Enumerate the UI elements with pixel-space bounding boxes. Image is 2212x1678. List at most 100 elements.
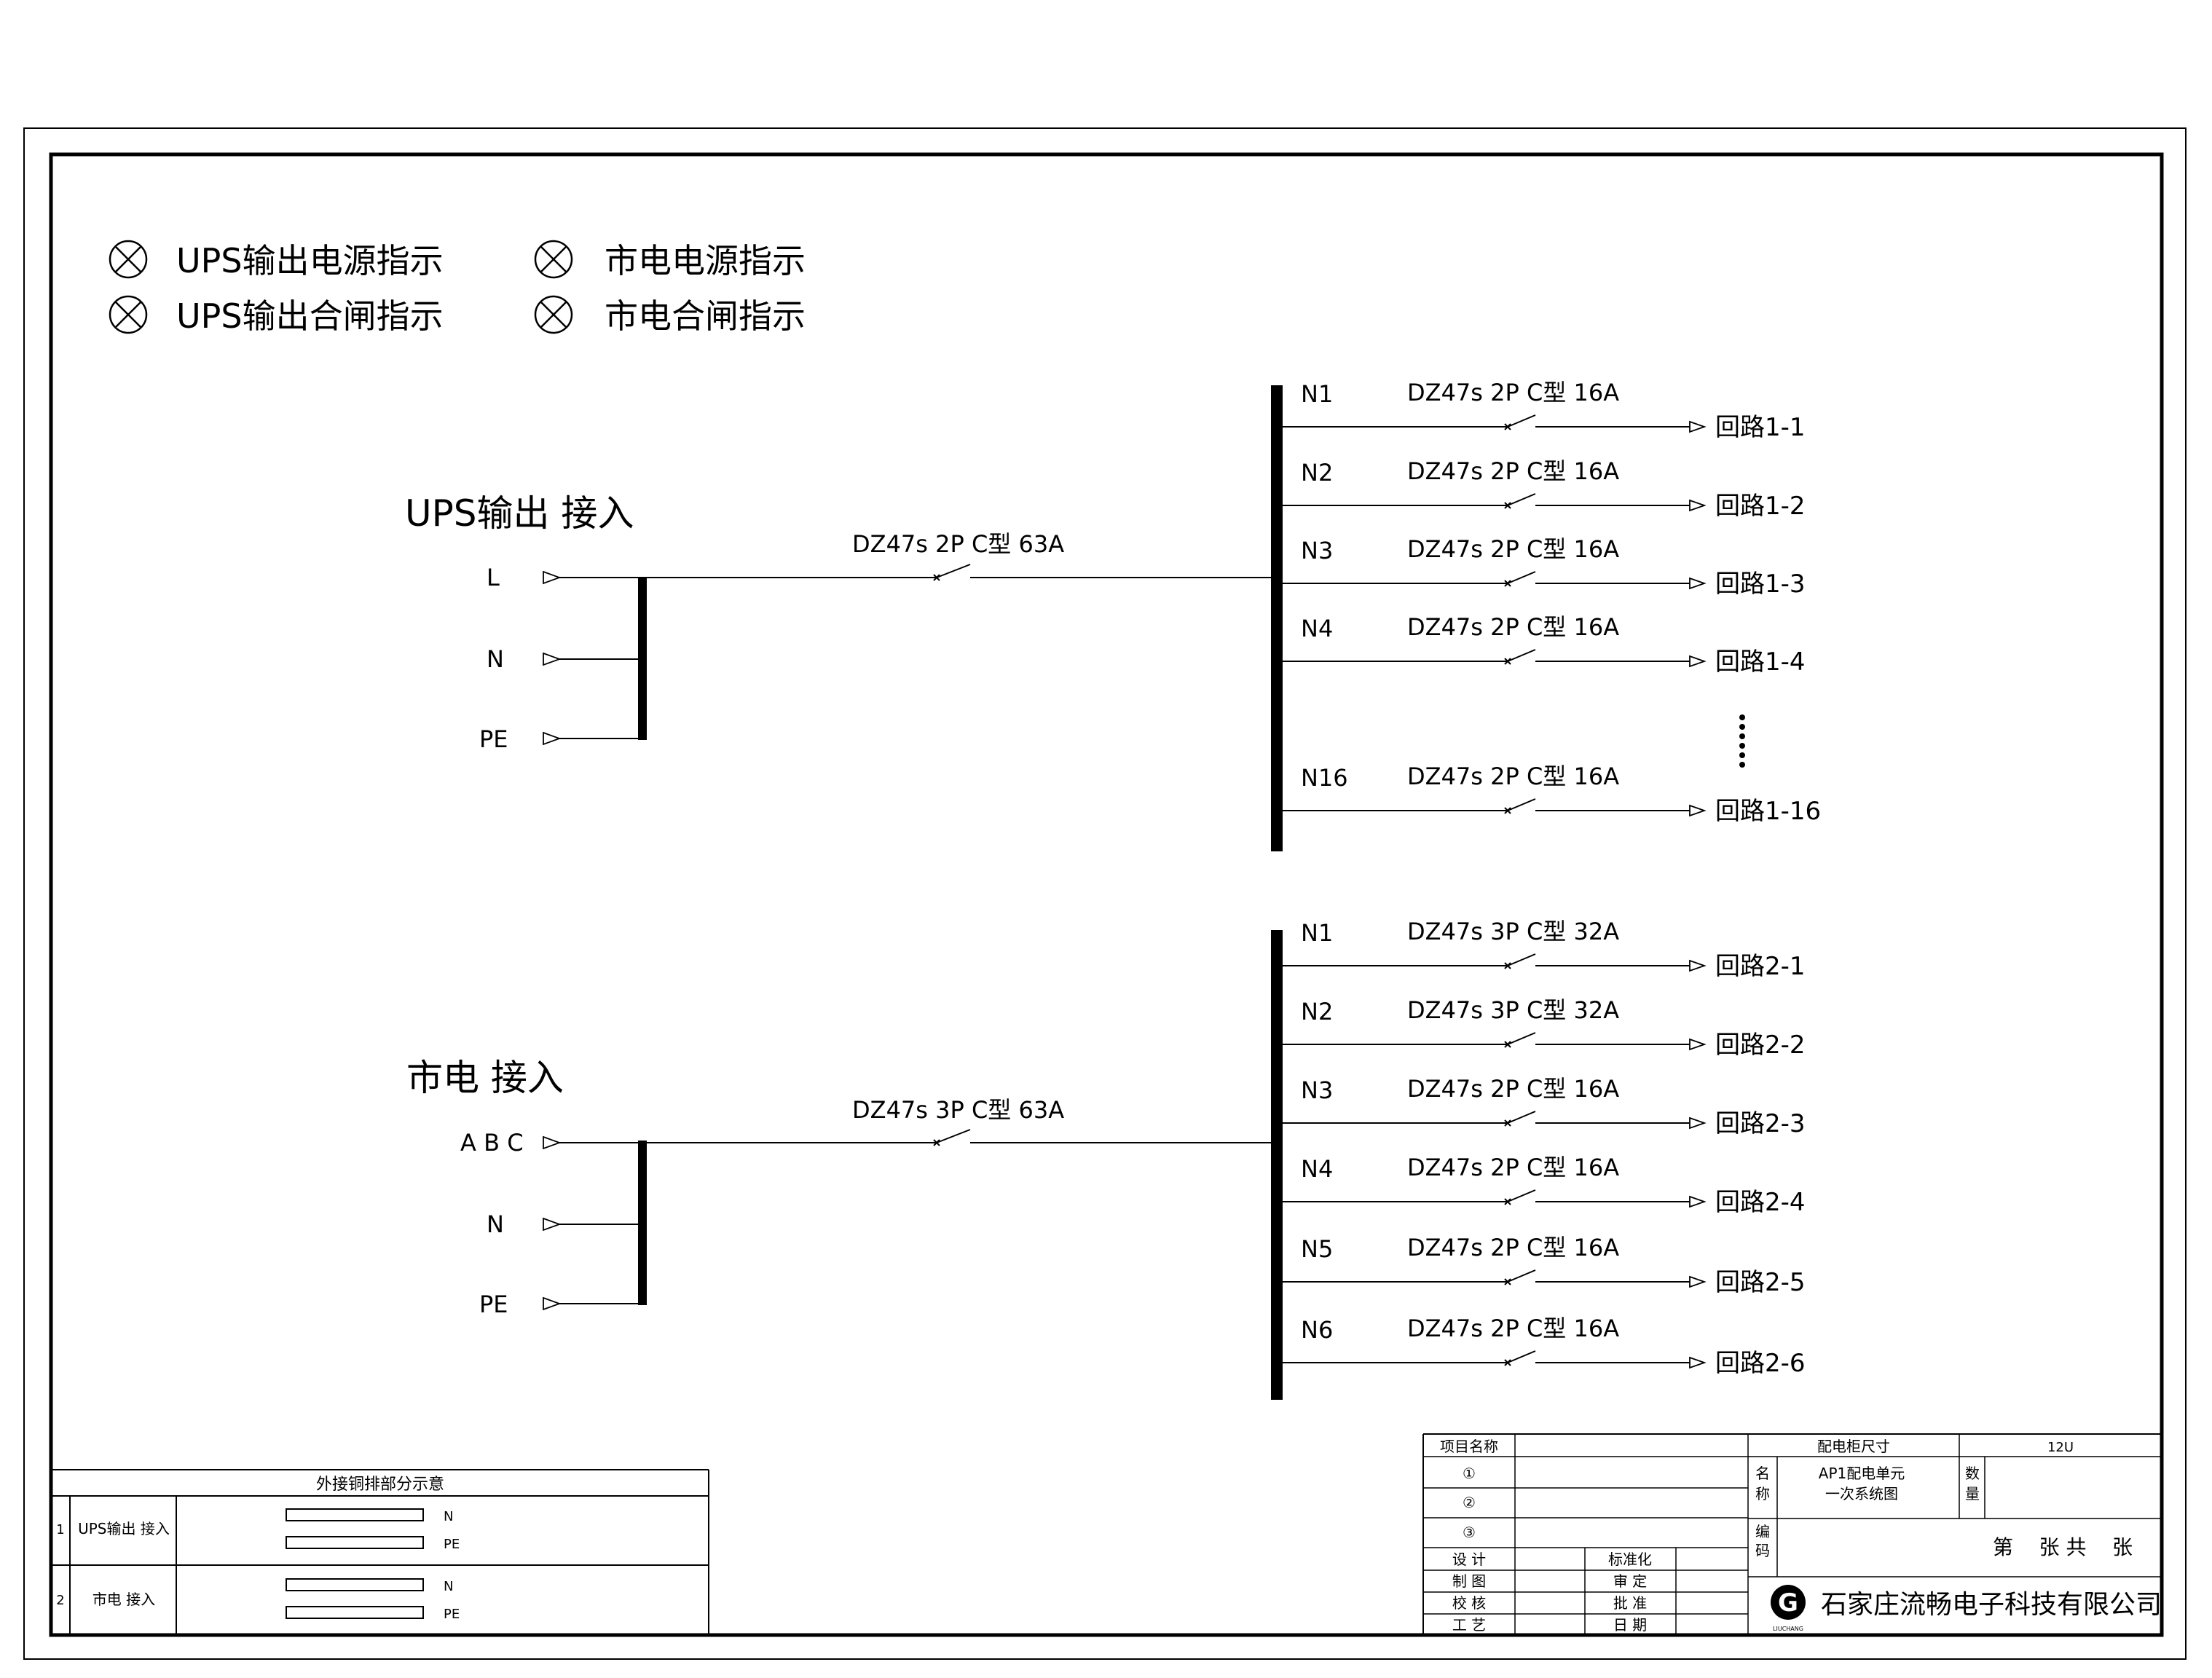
output-arrow-icon [1689,1038,1707,1051]
circuit-label: 回路1-16 [1715,797,1821,826]
terminal-arrow-icon [543,1217,562,1232]
copper-table-title: 外接铜排部分示意 [316,1476,444,1494]
breaker-switch-icon [1504,493,1536,509]
circuit-label: 回路1-2 [1715,492,1806,521]
branch-circuit: N6 DZ47s 2P C型 16A 回路2-6 [1283,1315,1806,1378]
copper-bar-icon [286,1578,424,1591]
circuit-label: 回路2-1 [1715,952,1806,981]
output-arrow-icon [1689,804,1707,817]
branch-id: N4 [1301,1155,1333,1183]
legend: UPS输出电源指示 UPS输出合闸指示 市电电源指示 市电合闸指示 [109,240,806,336]
terminal-label: PE [479,725,508,753]
terminal-label: N [487,1210,504,1238]
copper-bar-icon [286,1606,424,1619]
breaker-switch-icon [1504,798,1536,814]
name-label: 称 [1755,1485,1770,1502]
circuit-label: 回路2-4 [1715,1188,1806,1217]
input-busbar [638,578,647,740]
code-label: 编 [1755,1523,1770,1540]
main-breaker-label: DZ47s 2P C型 63A [852,530,1064,558]
output-arrow-icon [1689,577,1707,590]
main-breaker-label: DZ47s 3P C型 63A [852,1096,1064,1124]
branch-breaker-label: DZ47s 2P C型 16A [1407,1315,1619,1342]
continuation-dots [1739,714,1745,768]
circuit-label: 回路1-1 [1715,413,1806,442]
main-breaker-icon [933,564,971,581]
branch-breaker-label: DZ47s 2P C型 16A [1407,763,1619,790]
breaker-switch-icon [1504,1032,1536,1048]
circuit-label: 回路2-3 [1715,1109,1806,1138]
indicator-lamp-icon [534,240,573,279]
outer-frame [23,127,2187,1660]
branch-circuit: N1 DZ47s 2P C型 16A 回路1-1 [1283,379,1806,442]
circuit-label: 回路2-6 [1715,1349,1806,1378]
indicator-lamp-icon [109,240,148,279]
revision-mark: ① [1463,1465,1476,1482]
sign-label: 工 艺 [1452,1616,1486,1634]
terminal-arrow-icon [543,652,562,666]
terminal-label: N [487,645,504,673]
sign-label: 日 期 [1613,1616,1647,1634]
output-arrow-icon [1689,1275,1707,1288]
qty-label: 量 [1965,1485,1980,1502]
output-arrow-icon [1689,1116,1707,1130]
branch-id: N6 [1301,1316,1333,1344]
revision-mark: ③ [1463,1524,1476,1541]
title-block: 项目名称 ① ② ③ 设 计 制 图 校 核 工 艺 标准化 审 定 批 准 日… [1422,1433,2162,1635]
bar-label: N [444,1509,453,1524]
output-arrow-icon [1689,959,1707,972]
distribution-busbar [1271,930,1283,1400]
branch-id: N3 [1301,537,1333,564]
branch-circuit: N4 DZ47s 2P C型 16A 回路2-4 [1283,1154,1806,1217]
branch-id: N2 [1301,459,1333,487]
output-arrow-icon [1689,1195,1707,1208]
main-breaker-icon [933,1129,971,1146]
indicator-lamp-icon [109,295,148,334]
input-busbar [638,1141,647,1305]
code-label: 码 [1755,1542,1770,1559]
terminal-arrow-icon [543,731,562,746]
branch-breaker-label: DZ47s 2P C型 16A [1407,379,1619,406]
branch-id: N1 [1301,380,1333,408]
output-arrow-icon [1689,420,1707,433]
copper-bar-icon [286,1508,424,1521]
terminal-label: A B C [460,1129,524,1157]
revision-mark: ② [1463,1494,1476,1511]
branch-breaker-label: DZ47s 3P C型 32A [1407,996,1619,1024]
copper-bar-icon [286,1536,424,1549]
breaker-switch-icon [1504,953,1536,969]
breaker-switch-icon [1504,571,1536,587]
output-arrow-icon [1689,1356,1707,1369]
terminal-arrow-icon [543,1135,562,1150]
indicator-lamp-icon [534,295,573,334]
project-name-label: 项目名称 [1440,1438,1498,1455]
legend-label: UPS输出电源指示 [176,241,444,280]
mains-section-title: 市电 接入 [406,1057,564,1099]
terminal-arrow-icon [543,1296,562,1311]
branch-id: N5 [1301,1235,1333,1263]
sheet-number: 第 张 共 张 [1993,1535,2133,1559]
circuit-label: 回路2-5 [1715,1268,1806,1297]
bar-label: PE [444,1537,460,1552]
row-name: UPS输出 接入 [78,1520,170,1537]
terminal-arrow-icon [543,570,562,585]
copper-bar-table: 外接铜排部分示意 1 UPS输出 接入 N PE 2 市电 接入 N PE [51,1469,709,1635]
branch-breaker-label: DZ47s 2P C型 16A [1407,1154,1619,1181]
breaker-switch-icon [1504,1350,1536,1366]
circuit-label: 回路2-2 [1715,1031,1806,1060]
legend-label: UPS输出合闸指示 [176,296,444,336]
branch-breaker-label: DZ47s 2P C型 16A [1407,1075,1619,1103]
bar-label: PE [444,1607,460,1622]
branch-id: N4 [1301,615,1333,642]
bar-label: N [444,1579,453,1594]
terminal-label: L [487,564,500,591]
breaker-switch-icon [1504,414,1536,430]
